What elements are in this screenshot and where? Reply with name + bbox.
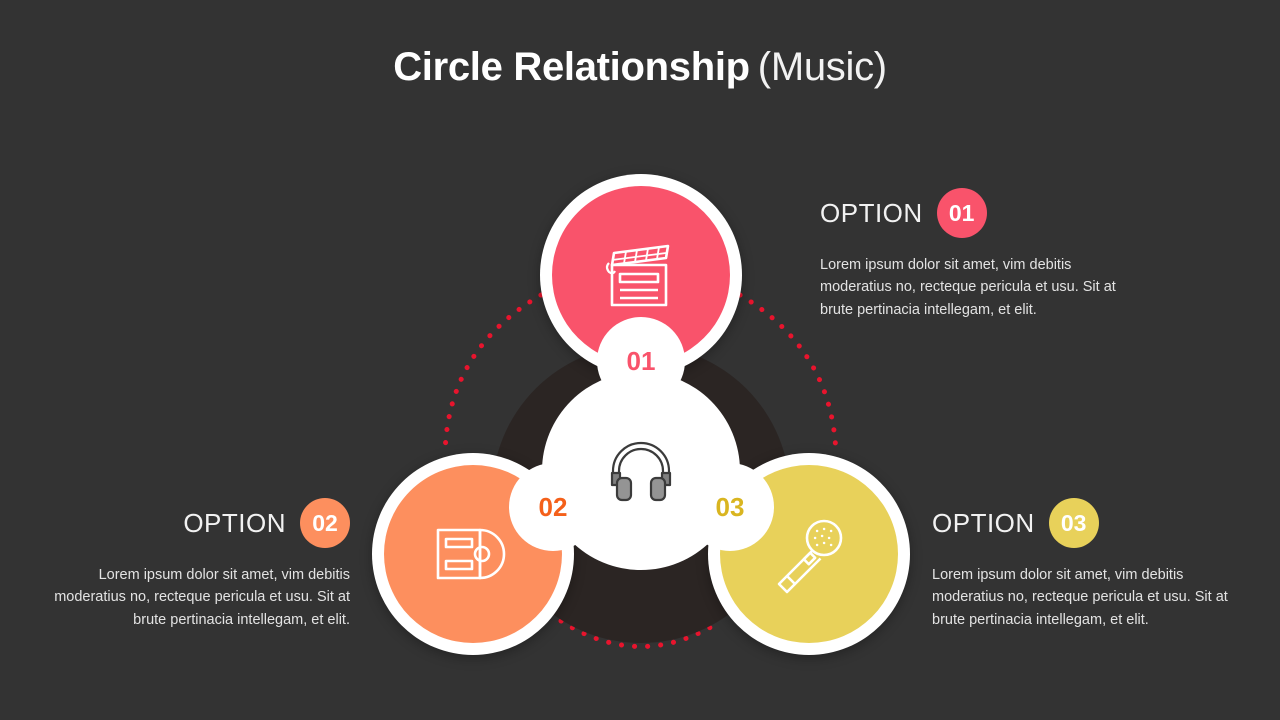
option-body-01: Lorem ipsum dolor sit amet, vim debitis … — [820, 257, 1116, 318]
option-label-01: OPTION — [820, 197, 923, 228]
title-subtitle-text: (Music) — [757, 45, 887, 89]
option-heading-01: OPTION 01 — [820, 188, 1120, 238]
option-heading-03: OPTION 03 — [932, 498, 1232, 548]
option-body-03: Lorem ipsum dolor sit amet, vim debitis … — [932, 567, 1228, 628]
microphone-icon — [777, 519, 843, 594]
option-badge-02[interactable]: 02 — [300, 498, 350, 548]
option-badge-03[interactable]: 03 — [1048, 498, 1099, 548]
headphones-icon — [610, 441, 672, 502]
option-label-03: OPTION — [932, 507, 1035, 538]
center-number-bubble-03[interactable]: 03 — [686, 463, 774, 551]
center-number-02-text: 02 — [538, 491, 568, 522]
option-text-block-03: OPTION 03 Lorem ipsum dolor sit amet, vi… — [932, 498, 1232, 631]
option-heading-02: OPTION 02 — [50, 498, 350, 548]
option-circle-01[interactable] — [540, 174, 742, 376]
page-title: Circle Relationship(Music) — [0, 45, 1280, 90]
clapperboard-icon — [605, 244, 670, 307]
cd-case-icon — [436, 528, 506, 580]
option-text-block-01: OPTION 01 Lorem ipsum dolor sit amet, vi… — [820, 188, 1120, 321]
option-circle-03[interactable] — [708, 453, 910, 655]
center-number-bubble-01[interactable]: 01 — [597, 317, 685, 405]
option-text-block-02: OPTION 02 Lorem ipsum dolor sit amet, vi… — [50, 498, 350, 631]
title-main-text: Circle Relationship — [393, 45, 750, 89]
option-label-02: OPTION — [183, 507, 286, 538]
center-number-01-text: 01 — [626, 345, 656, 376]
center-number-bubble-02[interactable]: 02 — [509, 463, 597, 551]
option-badge-01[interactable]: 01 — [936, 188, 987, 238]
option-body-02: Lorem ipsum dolor sit amet, vim debitis … — [54, 567, 350, 628]
center-number-03-text: 03 — [715, 491, 745, 522]
